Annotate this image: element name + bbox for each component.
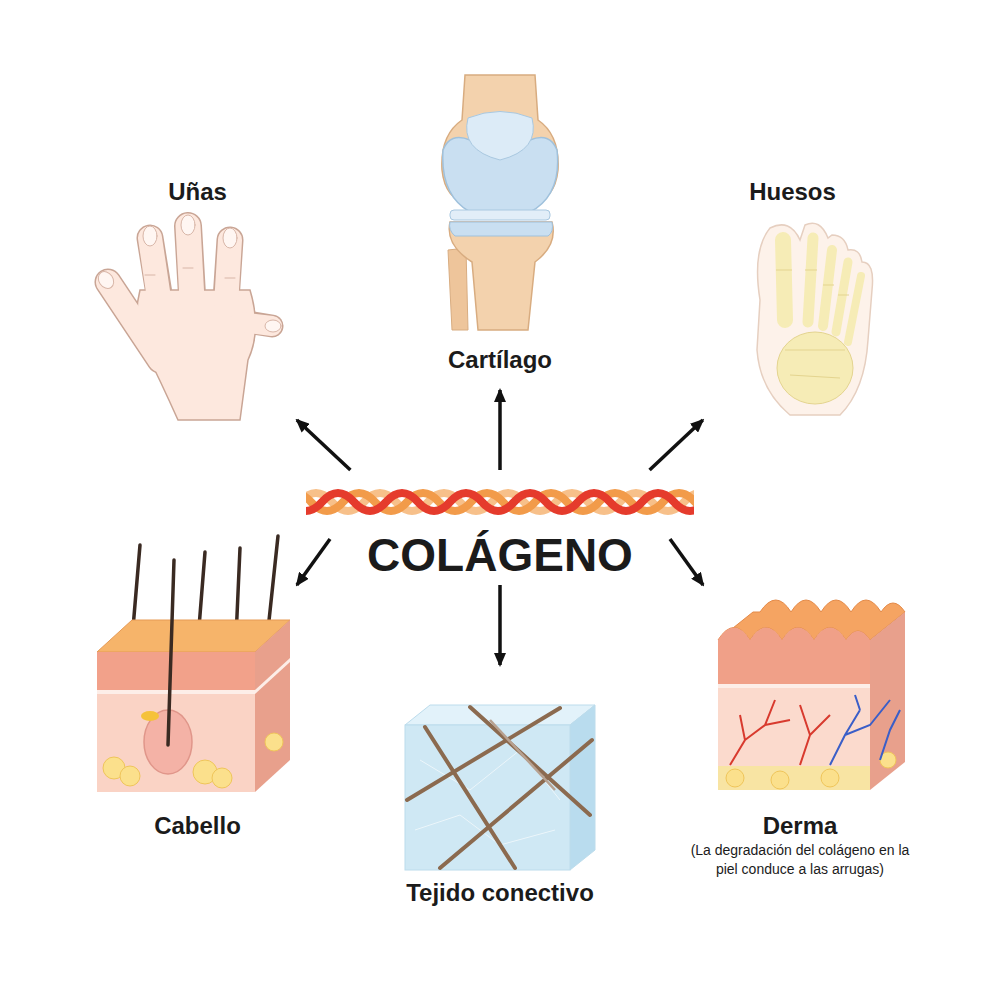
toe-bone	[836, 262, 848, 332]
arrow-connector	[297, 539, 330, 585]
artery	[730, 700, 790, 765]
tarsal-lines	[785, 350, 845, 378]
part-label: Cartílago	[430, 346, 570, 374]
fibula-bone	[448, 248, 468, 330]
arrow-connector	[670, 539, 703, 585]
collagen-node: COLÁGENO	[330, 470, 670, 585]
tibia-bone	[449, 222, 553, 330]
fat-cell	[120, 766, 140, 786]
basal-line	[255, 658, 290, 694]
note-text: (La degradación del colágeno en la piel …	[686, 841, 914, 879]
fat-cell	[821, 769, 839, 787]
toe-bone	[848, 276, 861, 342]
center-title: COLÁGENO	[330, 530, 670, 580]
tibia-cartilage	[450, 222, 553, 236]
arrow-connector	[650, 420, 703, 470]
cube-side-face	[570, 705, 595, 870]
collagen-helix	[306, 493, 694, 511]
fat-cell	[265, 733, 283, 751]
dermis-illustration	[718, 600, 905, 790]
hair-node: Cabello	[95, 585, 300, 845]
joint-line	[838, 295, 849, 296]
connective-tissue-node: Tejido conectivo	[380, 665, 620, 910]
vein	[880, 710, 900, 760]
cube-front-face	[405, 725, 570, 870]
skin-side-face	[870, 612, 905, 790]
dermis-layer	[718, 688, 870, 766]
arrow-connector	[498, 390, 502, 470]
patella	[467, 112, 534, 161]
dermis-node: Derma(La degradación del colágeno en la …	[670, 585, 930, 885]
hair-strand	[268, 536, 278, 630]
knuckle-line	[145, 275, 155, 276]
fat-cell	[212, 768, 232, 788]
collagen-fiber	[425, 727, 515, 868]
knuckle-line	[225, 278, 235, 279]
hand-illustration	[95, 215, 281, 420]
hair-strand	[168, 560, 174, 745]
fat-cell	[726, 769, 744, 787]
nails-node: Uñas	[95, 175, 300, 420]
meniscus	[450, 210, 550, 220]
matrix-line	[420, 750, 560, 800]
cube-top-face	[405, 705, 595, 725]
collagen-fiber	[440, 740, 592, 868]
fat-layer	[718, 766, 870, 790]
sebaceous-gland	[141, 711, 159, 721]
joint-line	[805, 270, 817, 271]
finger	[150, 238, 160, 305]
skin-surface	[718, 600, 905, 640]
epidermis-layer	[97, 652, 255, 690]
foot-outline	[757, 223, 873, 415]
toe-bone	[823, 250, 832, 326]
basal-line	[718, 684, 870, 688]
artery	[800, 705, 830, 765]
fat-cell	[771, 771, 789, 789]
collagen-fiber	[470, 707, 590, 815]
nail	[143, 226, 157, 246]
knuckle-line	[183, 268, 193, 269]
nail	[265, 320, 281, 332]
skin-side-face	[255, 620, 290, 792]
part-label: Uñas	[95, 178, 300, 206]
arrow-connector	[297, 420, 350, 470]
cartilage-node: Cartílago	[430, 70, 570, 390]
part-label: Cabello	[95, 812, 300, 840]
bones-node: Huesos	[700, 175, 885, 420]
connective-tissue-illustration	[405, 705, 595, 870]
joint-line	[823, 285, 834, 286]
hair-illustration	[97, 536, 290, 792]
collagen-fiber	[490, 720, 555, 790]
nail	[223, 228, 237, 248]
part-label: Derma	[670, 812, 930, 840]
tarsal-bones	[777, 332, 853, 404]
nail	[181, 215, 195, 235]
toe-bone	[808, 238, 813, 322]
knee-illustration	[442, 75, 558, 330]
joint-line	[776, 270, 792, 271]
part-label: Tejido conectivo	[380, 879, 620, 907]
dermis-layer	[97, 694, 255, 792]
arrow-connector	[498, 585, 502, 665]
part-label: Huesos	[700, 178, 885, 206]
epidermis-layer	[718, 628, 870, 685]
foot-illustration	[757, 223, 873, 415]
finger	[188, 226, 192, 300]
nail	[95, 269, 117, 292]
basal-line	[97, 690, 255, 694]
finger	[226, 240, 230, 305]
helix-strand	[306, 493, 694, 511]
toe-bone	[783, 240, 785, 320]
